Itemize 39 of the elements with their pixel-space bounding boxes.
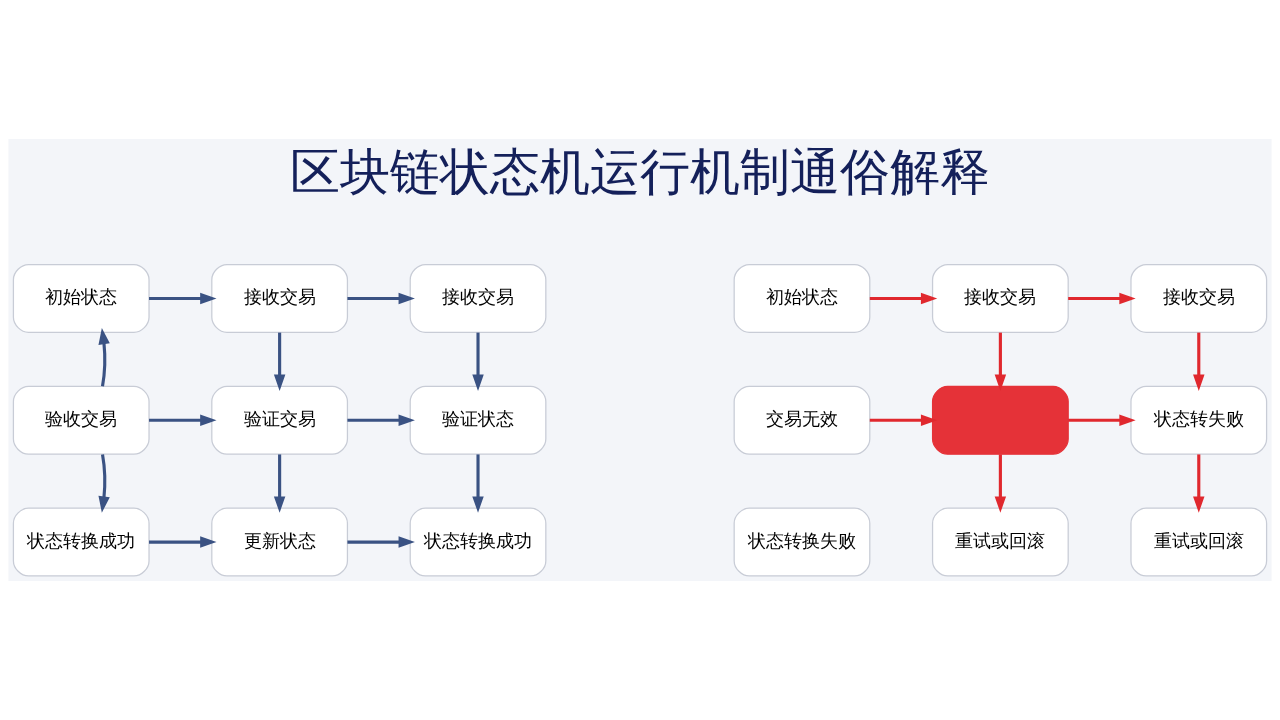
node-box: 验收交易: [12, 385, 150, 455]
node-box: 交易无效: [733, 385, 871, 455]
node-box: 状态转换失败: [733, 507, 871, 577]
arrow: [1068, 414, 1136, 426]
arrow: [98, 454, 110, 513]
node-box: 接收交易: [211, 263, 349, 333]
arrow: [869, 414, 938, 426]
arrow: [1193, 332, 1205, 391]
arrow: [149, 536, 217, 548]
node-box: 验证状态: [409, 385, 547, 455]
arrow: [472, 332, 484, 391]
arrow: [149, 414, 217, 426]
arrow: [347, 536, 415, 548]
arrow: [869, 292, 938, 305]
arrow: [273, 332, 286, 391]
node-box: 接收交易: [931, 263, 1069, 333]
arrow: [994, 454, 1007, 513]
arrow: [98, 327, 110, 387]
arrow: [347, 292, 415, 305]
node-box: 接收交易: [1130, 263, 1268, 333]
node-box: 状态转换成功: [12, 507, 150, 577]
arrow: [472, 454, 484, 513]
node-box: [931, 385, 1069, 455]
node-box: 初始状态: [733, 263, 871, 333]
node-box: 接收交易: [409, 263, 547, 333]
node-box: 初始状态: [12, 263, 150, 333]
node-box: 更新状态: [211, 507, 349, 577]
arrow: [994, 332, 1007, 391]
arrow: [1193, 454, 1205, 513]
node-box: 重试或回滚: [1130, 507, 1268, 577]
node-box: 验证交易: [211, 385, 349, 455]
diagram-title: 区块链状态机运行机制通俗解释: [290, 142, 990, 202]
arrow: [149, 292, 217, 305]
node-box: 重试或回滚: [931, 507, 1069, 577]
arrow: [1068, 292, 1136, 305]
node-box: 状态转换成功: [409, 507, 547, 577]
node-box: 状态转失败: [1130, 385, 1268, 455]
arrow: [347, 414, 415, 426]
arrow: [273, 454, 286, 513]
